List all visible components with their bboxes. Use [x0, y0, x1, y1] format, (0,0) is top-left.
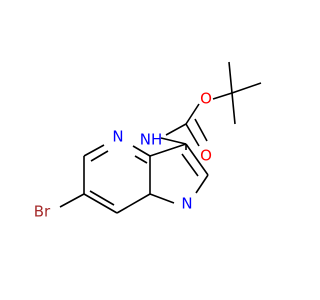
bond-tbu-me1 [228, 61, 233, 94]
molecule-structure: Br N N NH O O [34, 61, 262, 221]
bond-n1-n8 [149, 193, 175, 204]
atom-br: Br [34, 203, 51, 221]
atom-o-ester: O [200, 90, 212, 108]
bond-nh-c [160, 137, 187, 145]
atom-labels: Br N N NH O O [34, 90, 212, 221]
bond-carbonyl-c-o-double [194, 118, 208, 142]
bond-c3a-c3 [149, 143, 187, 157]
bond-carbonyl-c-o [185, 123, 200, 147]
bond-c3-c2 [185, 143, 209, 176]
bond-c5-n4 [83, 144, 105, 157]
atom-nh: NH [140, 131, 163, 149]
bond-oester-tbu [212, 92, 233, 100]
atom-n-pyrazole: N [181, 195, 192, 213]
atom-n-pyrimidine: N [112, 128, 123, 146]
bond-n8-c7 [116, 193, 151, 214]
bond-c7-c6-double [89, 190, 115, 206]
bond-c6-br [59, 193, 85, 208]
structure-canvas: Br N N NH O O [34, 61, 262, 221]
bond-tbu-me2 [231, 82, 262, 94]
bond-c7-c6 [83, 193, 118, 214]
atom-o-carbonyl: O [200, 147, 212, 165]
bond-c5-n4-double [90, 150, 109, 162]
bond-tbu-me3 [231, 92, 236, 125]
bond-n4-c3a [132, 145, 151, 157]
bond-c3a-c3a-n4-double [134, 155, 148, 164]
bond-nh-carbonyl-c [165, 123, 187, 136]
bond-c3-c2-double [181, 153, 199, 177]
bond-carbonyl-c-oester [185, 103, 200, 125]
bond-c2-n1 [195, 174, 209, 194]
bonds [59, 61, 262, 214]
